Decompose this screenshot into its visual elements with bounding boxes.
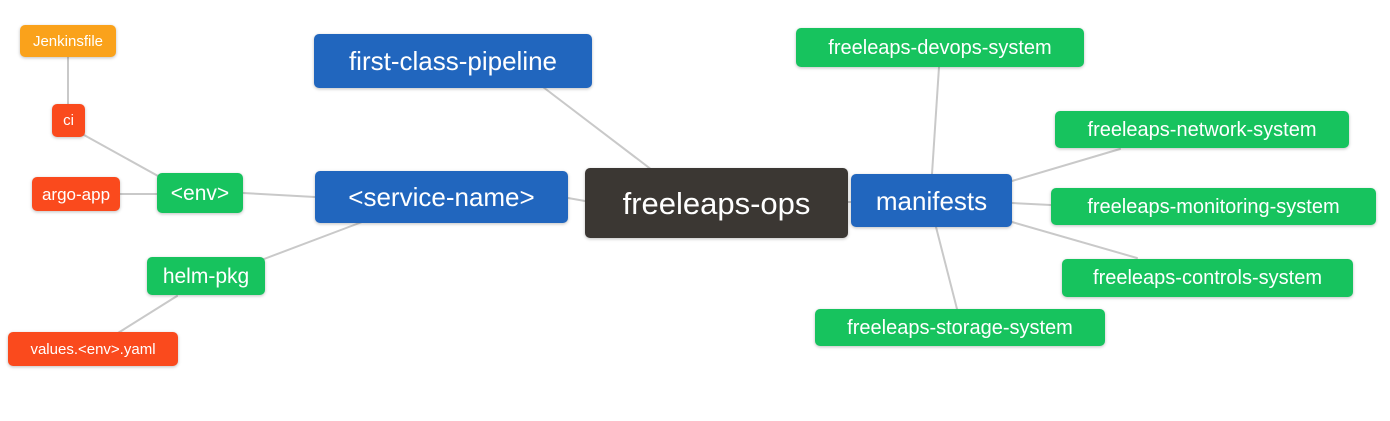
node-label: freeleaps-devops-system: [828, 36, 1052, 59]
edge-env-to-service-name: [242, 192, 316, 198]
edge-manifests-to-devops-system: [931, 66, 940, 175]
mindmap-node-devops-system[interactable]: freeleaps-devops-system: [796, 28, 1084, 67]
mindmap-node-freeleaps-ops[interactable]: freeleaps-ops: [585, 168, 848, 238]
edge-manifests-to-monitoring-system: [1011, 202, 1052, 206]
node-label: argo-app: [41, 184, 111, 204]
edge-manifests-to-network-system: [1011, 148, 1121, 182]
mindmap-node-ci[interactable]: ci: [52, 104, 85, 137]
mindmap-node-first-class-pipeline[interactable]: first-class-pipeline: [314, 34, 592, 88]
edge-manifests-to-controls-system: [1011, 221, 1138, 259]
mindmap-node-argo-app[interactable]: argo-app: [32, 177, 120, 211]
node-label: freeleaps-ops: [622, 185, 811, 221]
mindmap-node-service-name[interactable]: <service-name>: [315, 171, 568, 223]
node-label: <service-name>: [348, 182, 535, 212]
mindmap-node-network-system[interactable]: freeleaps-network-system: [1055, 111, 1349, 148]
node-label: helm-pkg: [162, 264, 250, 288]
edge-values-env-yaml-to-helm-pkg: [117, 295, 178, 334]
node-label: manifests: [875, 185, 988, 216]
node-label: ci: [63, 112, 74, 129]
mindmap-node-helm-pkg[interactable]: helm-pkg: [147, 257, 265, 295]
mindmap-node-storage-system[interactable]: freeleaps-storage-system: [815, 309, 1105, 346]
node-label: values.<env>.yaml: [30, 340, 156, 358]
edge-helm-pkg-to-service-name: [263, 221, 363, 260]
mindmap-node-env[interactable]: <env>: [157, 173, 243, 213]
node-label: freeleaps-network-system: [1087, 118, 1317, 141]
edge-manifests-to-storage-system: [935, 226, 958, 310]
mindmap-node-monitoring-system[interactable]: freeleaps-monitoring-system: [1051, 188, 1376, 225]
edge-service-name-to-freeleaps-ops: [567, 197, 586, 202]
node-label: freeleaps-storage-system: [847, 316, 1073, 339]
edge-ci-to-env: [83, 134, 159, 177]
node-label: freeleaps-controls-system: [1093, 267, 1322, 289]
node-label: freeleaps-monitoring-system: [1087, 195, 1340, 218]
node-label: Jenkinsfile: [32, 32, 104, 50]
node-label: first-class-pipeline: [348, 46, 558, 76]
mindmap-node-jenkinsfile[interactable]: Jenkinsfile: [20, 25, 116, 57]
mindmap-node-controls-system[interactable]: freeleaps-controls-system: [1062, 259, 1353, 297]
node-label: <env>: [170, 181, 230, 205]
edge-first-class-pipeline-to-freeleaps-ops: [542, 86, 653, 171]
mindmap-node-values-env-yaml[interactable]: values.<env>.yaml: [8, 332, 178, 366]
mindmap-node-manifests[interactable]: manifests: [851, 174, 1012, 227]
